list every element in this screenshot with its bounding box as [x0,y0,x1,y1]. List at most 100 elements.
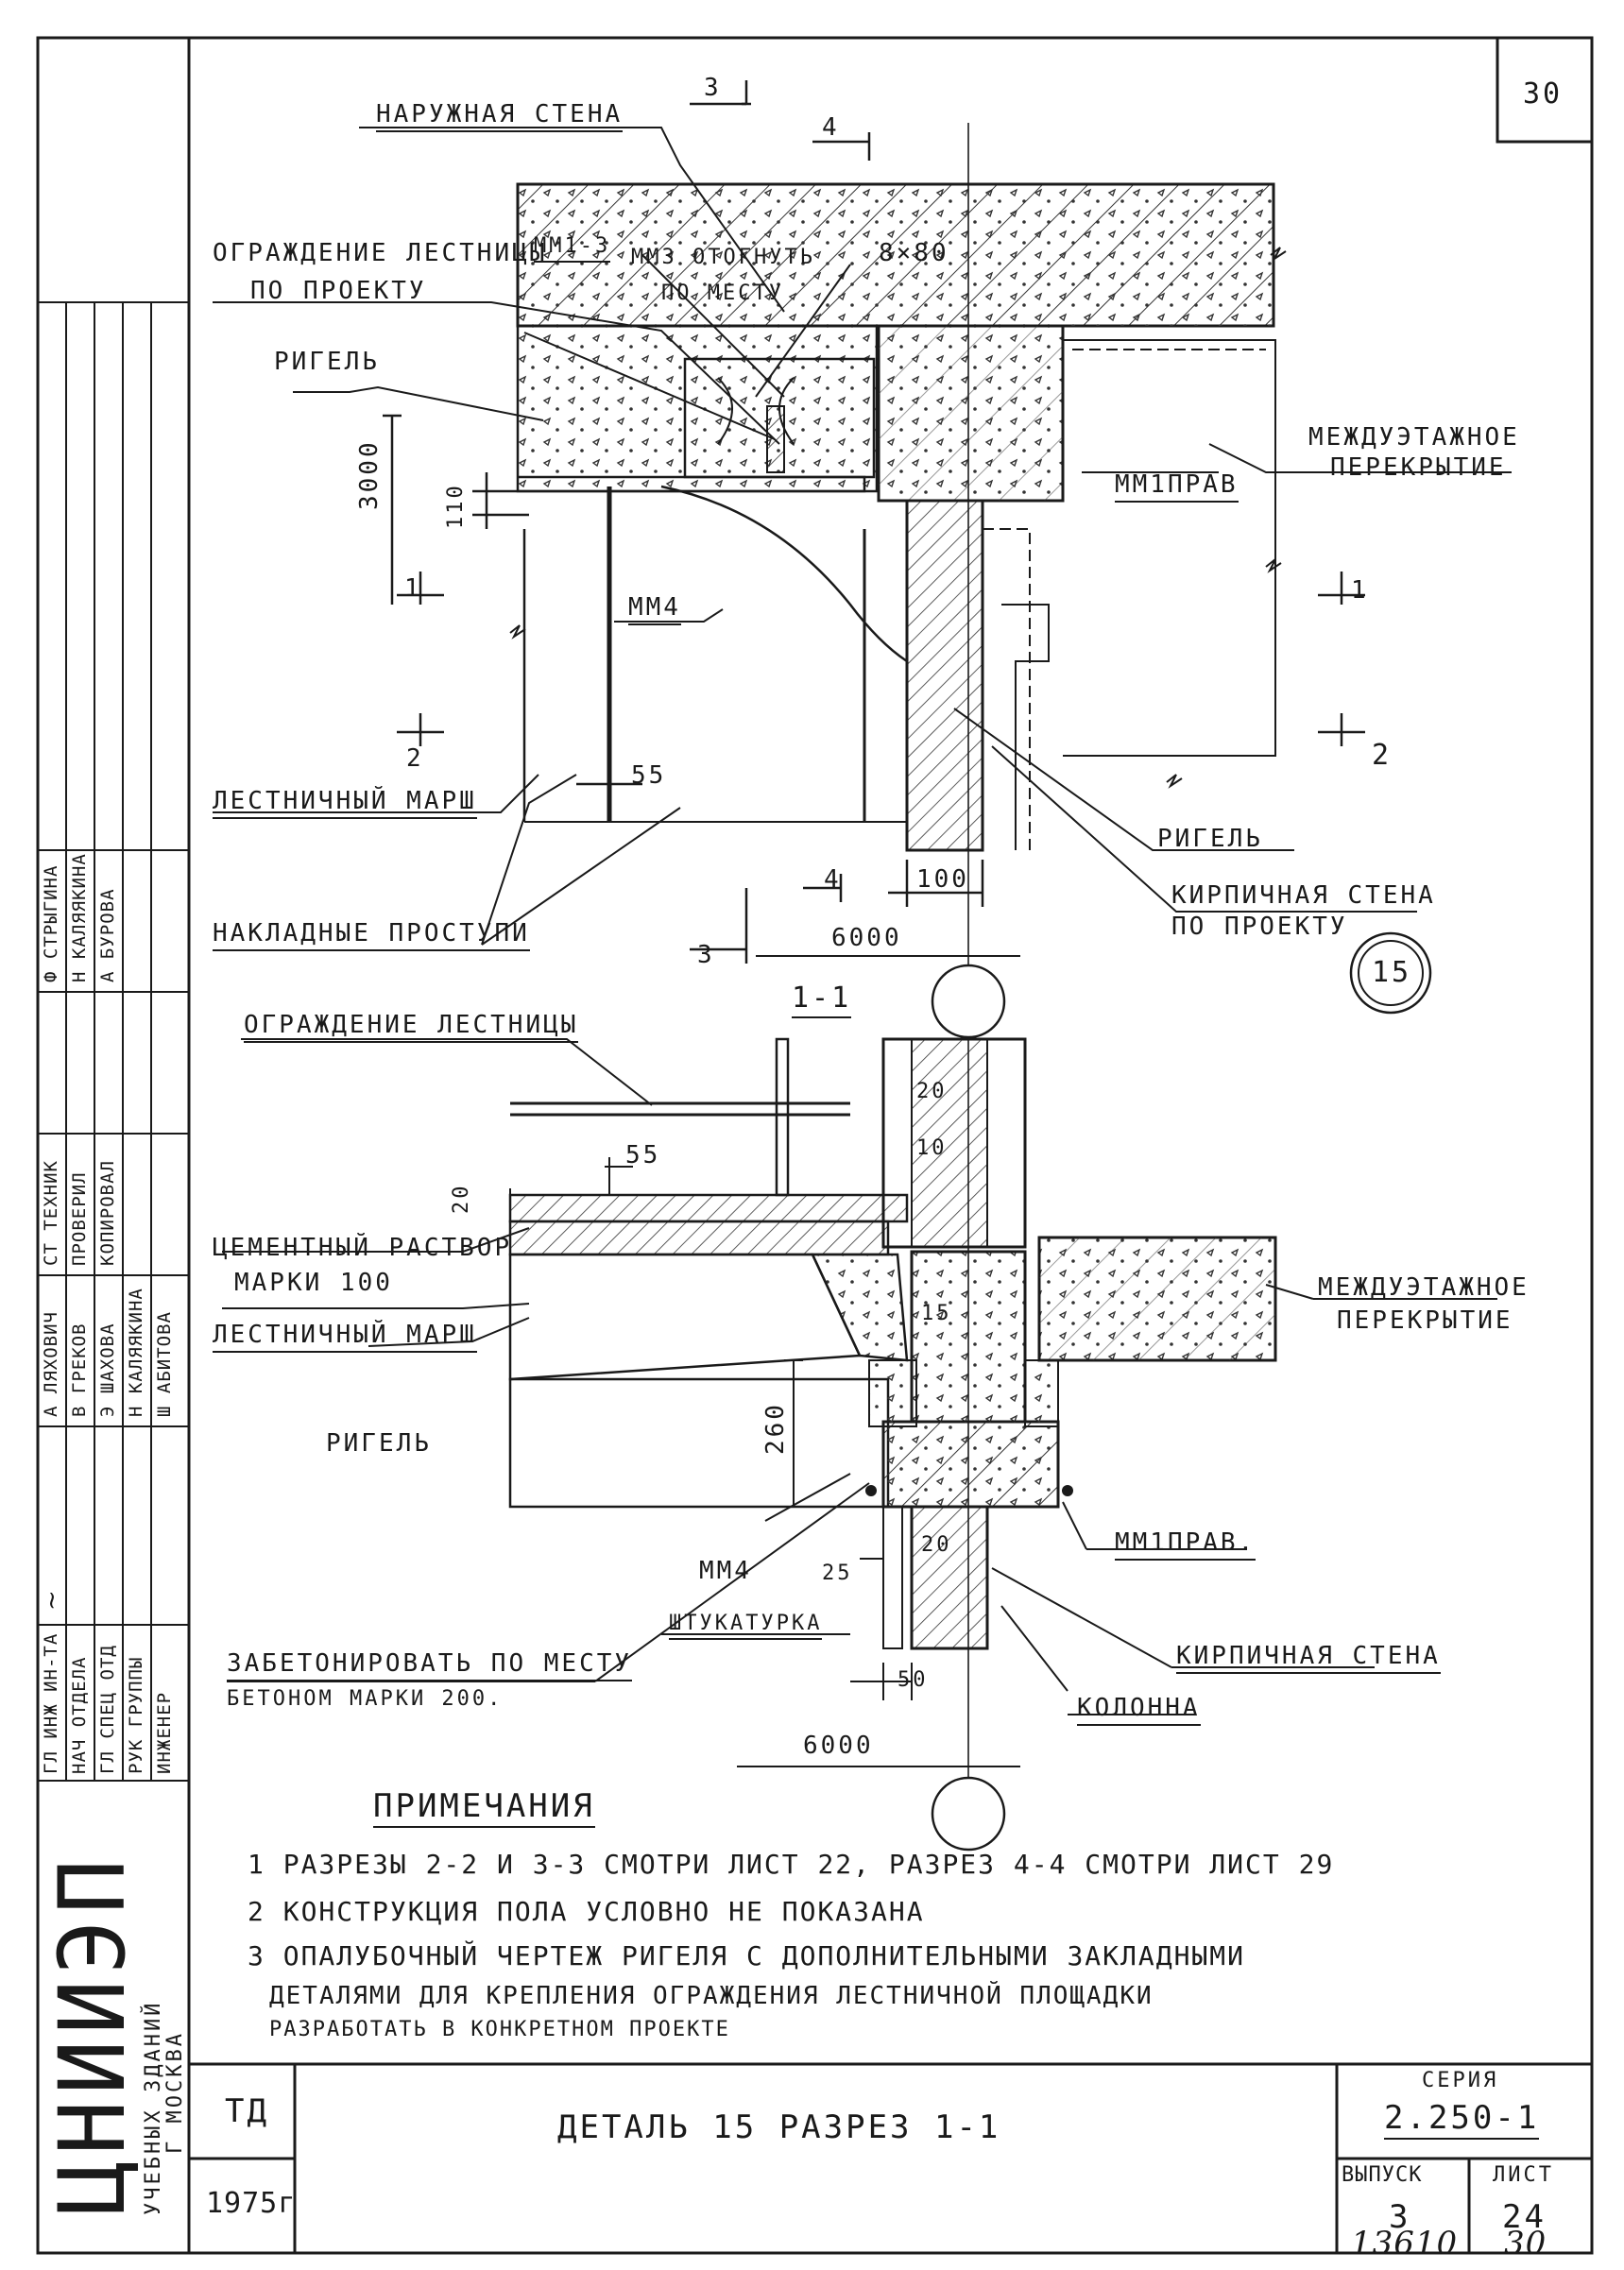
label-stair-railing-design-2: ПО ПРОЕКТУ [250,277,427,305]
issue-value: 3 [1389,2198,1411,2236]
axis-circle-lower [931,1776,1006,1852]
label-stair-railing-design-1: ОГРАЖДЕНИЕ ЛЕСТНИЦЫ [213,239,548,267]
label-cement-mortar-1: ЦЕМЕНТНЫЙ РАСТВОР [213,1234,513,1262]
note-line-3: 3 ОПАЛУБОЧНЫЙ ЧЕРТЕЖ РИГЕЛЯ С ДОПОЛНИТЕЛ… [248,1940,1246,1971]
label-outer-wall: НАРУЖНАЯ СТЕНА [376,102,624,132]
brick-wall-plan [905,499,984,852]
stamp-role-b-2: ПРОВЕРИЛ [69,1171,90,1266]
dim-110: 110 [444,483,468,529]
dim-15: 15 [921,1302,952,1325]
label-brick-wall-design-1: КИРПИЧНАЯ СТЕНА [1171,881,1436,910]
dim-50: 50 [897,1668,929,1692]
label-concrete-in-place-2: БЕТОНОМ МАРКИ 200. [227,1687,504,1711]
label-cement-mortar-2: МАРКИ 100 [234,1269,393,1297]
stamp-name-a-2: В ГРЕКОВ [69,1323,90,1417]
notes-title: ПРИМЕЧАНИЯ [373,1790,595,1828]
label-floor-slab-top-1: МЕЖДУЭТАЖНОЕ [1308,423,1520,452]
label-floor-slab-bottom-1: МЕЖДУЭТАЖНОЕ [1318,1273,1530,1302]
rigel-section [508,1377,890,1509]
label-brick-wall-design-2: ПО ПРОЕКТУ [1171,913,1348,941]
section-mark-3-top: 3 [704,74,722,102]
dim-20-col: 20 [916,1080,948,1103]
label-bolt: 8×80 [879,239,949,267]
stamp-role-5: ИНЖЕНЕР [154,1691,175,1774]
stamp-signature: ~ [38,1590,66,1611]
stamp-org: ЦНИИЭП [40,1853,145,2215]
stamp-name-a-5: Ш АБИТОВА [154,1311,175,1417]
stamp-org-sub-1: УЧЕБНЫХ ЗДАНИЙ [142,2000,165,2215]
label-mm13: ММ1-3 [534,236,611,263]
title-block-year: 1975г [206,2187,297,2220]
dim-10: 10 [916,1136,948,1160]
section-title: 1-1 [792,984,852,1018]
footer-archive-number: 13610 [1351,2225,1459,2262]
stamp-org-sub-2: Г МОСКВА [163,2031,187,2154]
stamp-role-2: НАЧ ОТДЕЛА [69,1656,90,1774]
dim-20-lower: 20 [921,1533,952,1557]
detail-number: 15 [1372,956,1412,989]
stamp-role-b-1: СТ ТЕХНИК [41,1160,61,1266]
section-mark-4-top: 4 [822,113,840,142]
label-overlay-treads: НАКЛАДНЫЕ ПРОСТУПИ [213,921,530,951]
section-mark-2-right: 2 [1372,739,1393,772]
label-brick-wall: КИРПИЧНАЯ СТЕНА [1176,1644,1441,1674]
stamp-name-a-4: Н КАЛЯЯКИНА [126,1288,146,1417]
label-rigel-bottom: РИГЕЛЬ [326,1429,432,1458]
label-mm1-right-top: ММ1ПРАВ [1115,472,1239,503]
dim-25: 25 [822,1562,853,1585]
title-block-td: ТД [225,2092,269,2130]
sheet-number: 30 [1523,77,1564,111]
axis-circle-upper [931,964,1006,1039]
stamp-role-b-3: КОПИРОВАЛ [97,1160,118,1266]
brick-wall-section [910,1505,989,1650]
note-line-5: РАЗРАБОТАТЬ В КОНКРЕТНОМ ПРОЕКТЕ [269,2018,730,2041]
label-mm1-right-bottom: ММ1ПРАВ. [1115,1530,1256,1561]
sheet-value: 24 [1502,2198,1547,2236]
label-mm4-bottom: ММ4 [699,1557,752,1585]
drawing-title: ДЕТАЛЬ 15 РАЗРЕЗ 1-1 [557,2108,1001,2146]
label-mm4-top: ММ4 [628,595,681,625]
section-mark-1-right: 1 [1351,576,1369,605]
dim-6000-bottom: 6000 [803,1732,874,1760]
label-rigel-top: РИГЕЛЬ [274,348,380,376]
stamp-role-3: ГЛ СПЕЦ ОТД [97,1645,118,1774]
dim-6000-top: 6000 [831,924,902,952]
detail-callout-circle [1349,931,1432,1015]
label-mm3-bend-1: ММ3 ОТОГНУТЬ [631,246,815,269]
footer-page-number: 30 [1504,2225,1547,2262]
label-mm3-bend-2: ПО МЕСТУ [661,282,784,305]
section-mark-4-bottom: 4 [824,865,842,894]
dim-20-left: 20 [450,1183,473,1215]
label-concrete-in-place-1: ЗАБЕТОНИРОВАТЬ ПО МЕСТУ [227,1651,633,1681]
stamp-name-b-1: Ф СТРЫГИНА [41,864,61,982]
dim-260: 260 [761,1402,790,1455]
section-mark-3-bottom: 3 [697,941,715,969]
label-stair-flight-top: ЛЕСТНИЧНЫЙ МАРШ [213,789,477,819]
stamp-role-4: РУК ГРУППЫ [126,1656,146,1774]
dim-3000: 3000 [355,439,384,510]
stamp-role-1: ГЛ ИНЖ ИН-ТА [41,1632,61,1774]
label-floor-slab-top-2: ПЕРЕКРЫТИЕ [1330,453,1507,482]
dim-55-top: 55 [631,761,667,790]
section-mark-1-left: 1 [404,574,422,603]
label-rigel-mid: РИГЕЛЬ [1157,825,1263,853]
series-label: СЕРИЯ [1422,2069,1499,2092]
label-floor-slab-bottom-2: ПЕРЕКРЫТИЕ [1337,1306,1513,1335]
landing-topping [508,1193,909,1223]
label-column: КОЛОННА [1077,1696,1201,1726]
series-value: 2.250-1 [1384,2102,1540,2140]
section-mark-2-left: 2 [406,744,424,773]
sheet-label: ЛИСТ [1493,2163,1554,2187]
stamp-name-a-1: А ЛЯХОВИЧ [41,1311,61,1417]
note-line-1: 1 РАЗРЕЗЫ 2-2 И 3-3 СМОТРИ ЛИСТ 22, РАЗР… [248,1849,1335,1880]
label-stair-flight-bottom: ЛЕСТНИЧНЫЙ МАРШ [213,1323,477,1353]
dim-100: 100 [916,865,969,894]
issue-label: ВЫПУСК [1342,2163,1423,2187]
stamp-name-b-3: А БУРОВА [97,888,118,982]
note-line-4: ДЕТАЛЯМИ ДЛЯ КРЕПЛЕНИЯ ОГРАЖДЕНИЯ ЛЕСТНИ… [269,1982,1154,2010]
dim-55-bottom: 55 [625,1141,661,1169]
note-line-2: 2 КОНСТРУКЦИЯ ПОЛА УСЛОВНО НЕ ПОКАЗАНА [248,1896,925,1927]
label-stair-railing: ОГРАЖДЕНИЕ ЛЕСТНИЦЫ [244,1013,579,1043]
label-plaster: ШТУКАТУРКА [669,1613,823,1640]
